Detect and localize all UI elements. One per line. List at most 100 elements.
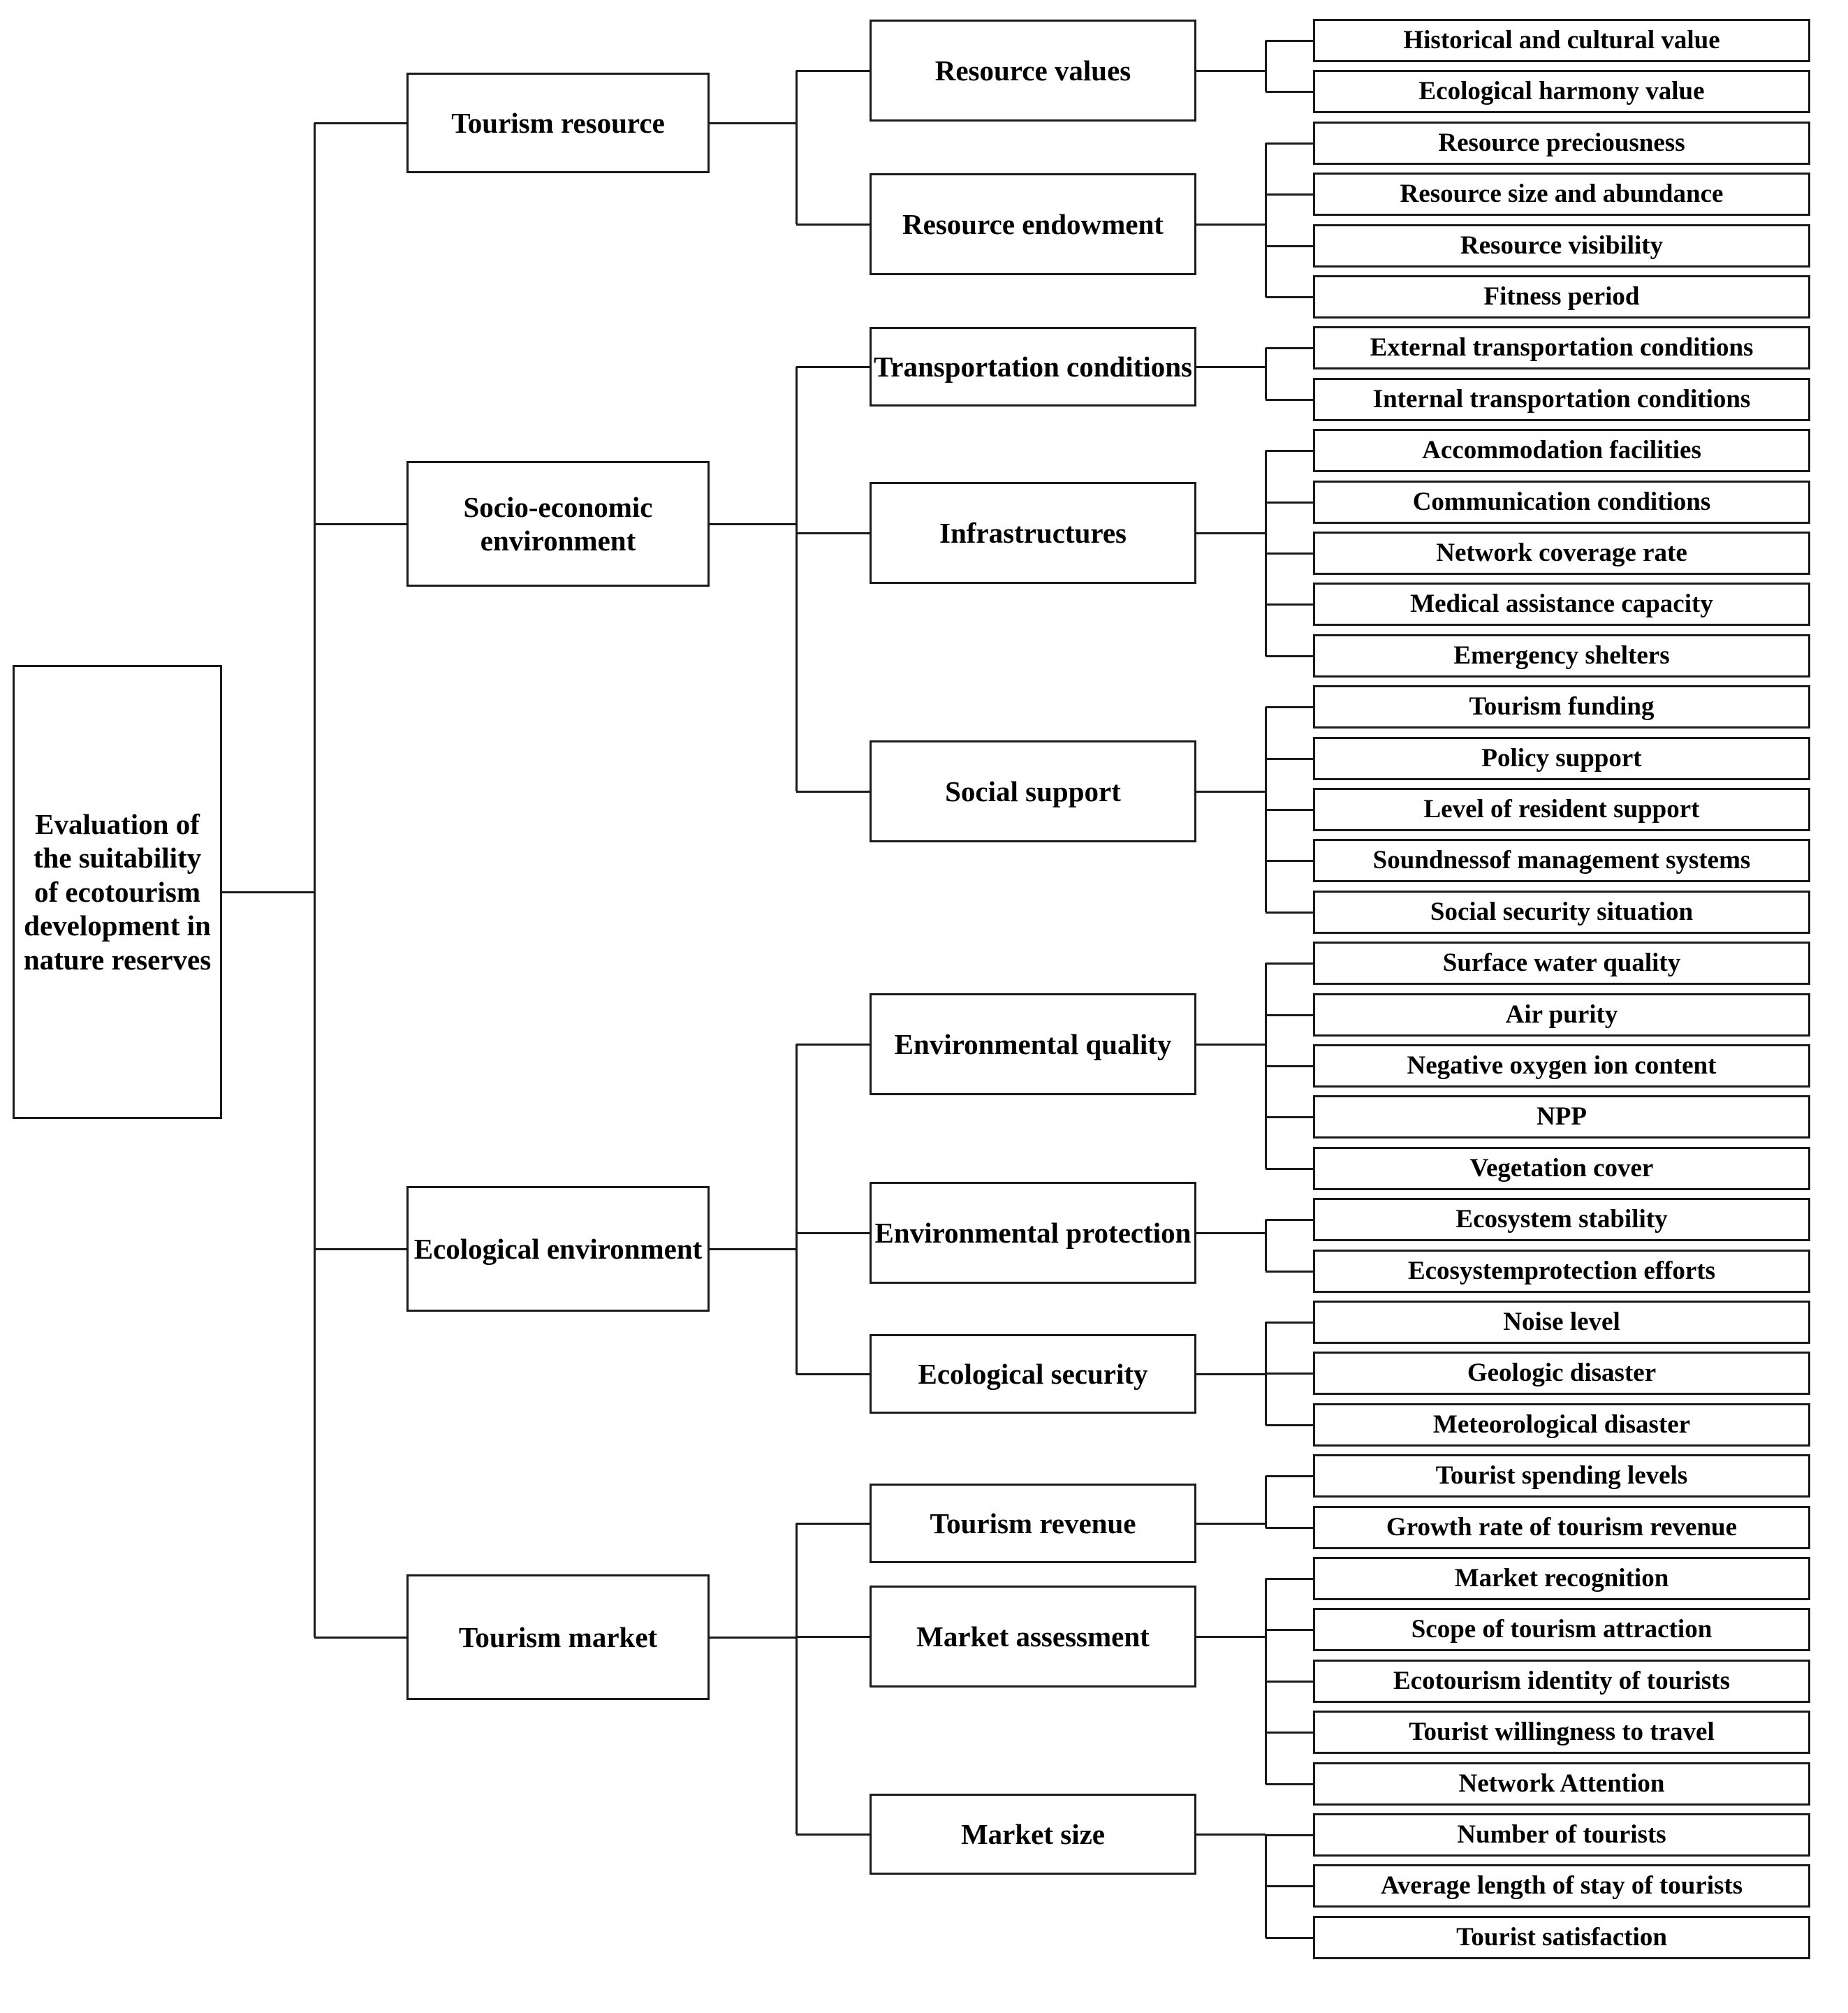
mid-node-m8: Tourism revenue	[870, 1484, 1196, 1563]
connector-line	[710, 523, 796, 525]
leaf-node-f16: Soundnessof management systems	[1313, 839, 1810, 882]
connector-line	[1265, 41, 1267, 92]
connector-line	[1266, 347, 1313, 349]
leaf-node-f21: NPP	[1313, 1095, 1810, 1139]
l2-node-l2-0-label: Tourism resource	[451, 106, 665, 139]
mid-node-m2: Transportation conditions	[870, 327, 1196, 407]
mid-node-m8-label: Tourism revenue	[930, 1507, 1136, 1539]
connector-line	[1266, 245, 1313, 247]
connector-line	[1266, 296, 1313, 298]
leaf-node-f7: Internal transportation conditions	[1313, 378, 1810, 421]
leaf-node-f1-label: Ecological harmony value	[1418, 77, 1705, 106]
leaf-node-f2-label: Resource preciousness	[1438, 129, 1685, 158]
l2-node-l2-1-label: Socio-economic environment	[463, 490, 653, 557]
connector-line	[1266, 450, 1313, 452]
connector-line	[1266, 1783, 1313, 1785]
leaf-node-f34: Network Attention	[1313, 1762, 1810, 1806]
leaf-node-f27: Meteorological disaster	[1313, 1403, 1810, 1447]
leaf-node-f31: Scope of tourism attraction	[1313, 1608, 1810, 1651]
mid-node-m4: Social support	[870, 740, 1196, 842]
mid-node-m10-label: Market size	[960, 1817, 1106, 1850]
connector-line	[1196, 1373, 1266, 1375]
connector-line	[796, 1636, 870, 1638]
leaf-node-f15-label: Level of resident support	[1423, 795, 1700, 824]
mid-node-m3: Infrastructures	[870, 482, 1196, 584]
connector-line	[314, 523, 406, 525]
leaf-node-f2: Resource preciousness	[1313, 122, 1810, 165]
leaf-node-f3-label: Resource size and abundance	[1400, 180, 1724, 209]
leaf-node-f12: Emergency shelters	[1313, 634, 1810, 678]
mid-node-m1-label: Resource endowment	[902, 207, 1164, 240]
connector-line	[1266, 1681, 1313, 1683]
leaf-node-f37: Tourist satisfaction	[1313, 1916, 1810, 1959]
leaf-node-f18-label: Surface water quality	[1442, 949, 1681, 978]
leaf-node-f0-label: Historical and cultural value	[1403, 26, 1720, 55]
mid-node-m6-label: Environmental protection	[874, 1216, 1191, 1249]
connector-line	[1266, 1168, 1313, 1170]
leaf-node-f19-label: Air purity	[1505, 1000, 1618, 1030]
leaf-node-f13: Tourism funding	[1313, 685, 1810, 729]
connector-line	[796, 70, 870, 72]
connector-line	[710, 1248, 796, 1250]
connector-line	[1266, 1271, 1313, 1273]
connector-line	[1266, 552, 1313, 555]
leaf-node-f29: Growth rate of tourism revenue	[1313, 1506, 1810, 1549]
connector-line	[1196, 1636, 1266, 1638]
leaf-node-f12-label: Emergency shelters	[1453, 641, 1670, 671]
leaf-node-f4-label: Resource visibility	[1460, 231, 1664, 261]
leaf-node-f23-label: Ecosystem stability	[1455, 1205, 1668, 1234]
leaf-node-f26-label: Geologic disaster	[1467, 1359, 1657, 1388]
connector-line	[1266, 1372, 1313, 1375]
connector-line	[1266, 1424, 1313, 1426]
connector-line	[1266, 962, 1313, 965]
leaf-node-f35: Number of tourists	[1313, 1813, 1810, 1857]
connector-line	[314, 1248, 406, 1250]
connector-line	[796, 1523, 870, 1525]
mid-node-m1: Resource endowment	[870, 173, 1196, 275]
connector-line	[1266, 1834, 1313, 1836]
connector-line	[1265, 1834, 1267, 1835]
mid-node-m5: Environmental quality	[870, 993, 1196, 1095]
mid-node-m0: Resource values	[870, 20, 1196, 122]
connector-line	[796, 791, 870, 793]
mid-node-m0-label: Resource values	[934, 54, 1131, 87]
leaf-node-f5: Fitness period	[1313, 275, 1810, 319]
leaf-node-f26: Geologic disaster	[1313, 1352, 1810, 1395]
leaf-node-f28-label: Tourist spending levels	[1435, 1461, 1688, 1491]
leaf-node-f5-label: Fitness period	[1483, 282, 1640, 312]
connector-line	[1265, 143, 1267, 297]
leaf-node-f9: Communication conditions	[1313, 481, 1810, 524]
leaf-node-f14-label: Policy support	[1481, 744, 1642, 773]
mid-node-m4-label: Social support	[945, 775, 1121, 807]
leaf-node-f17-label: Social security situation	[1430, 898, 1694, 927]
connector-line	[1266, 603, 1313, 606]
leaf-node-f33-label: Tourist willingness to travel	[1409, 1718, 1715, 1747]
leaf-node-f20: Negative oxygen ion content	[1313, 1044, 1810, 1088]
connector-line	[1196, 791, 1266, 793]
connector-line	[1266, 809, 1313, 811]
leaf-node-f7-label: Internal transportation conditions	[1372, 385, 1751, 414]
leaf-node-f6: External transportation conditions	[1313, 326, 1810, 369]
leaf-node-f22-label: Vegetation cover	[1469, 1154, 1654, 1183]
l2-node-l2-0: Tourism resource	[406, 73, 710, 173]
leaf-node-f35-label: Number of tourists	[1457, 1820, 1666, 1850]
leaf-node-f25: Noise level	[1313, 1301, 1810, 1344]
mid-node-m10: Market size	[870, 1794, 1196, 1875]
leaf-node-f36-label: Average length of stay of tourists	[1380, 1871, 1743, 1901]
connector-line	[1266, 1475, 1313, 1477]
leaf-node-f31-label: Scope of tourism attraction	[1411, 1615, 1713, 1644]
leaf-node-f24-label: Ecosystemprotection efforts	[1407, 1257, 1716, 1286]
leaf-node-f22: Vegetation cover	[1313, 1147, 1810, 1190]
leaf-node-f33: Tourist willingness to travel	[1313, 1711, 1810, 1754]
connector-line	[314, 1637, 406, 1639]
l2-node-l2-2: Ecological environment	[406, 1186, 710, 1312]
leaf-node-f11-label: Medical assistance capacity	[1410, 590, 1713, 619]
connector-line	[1266, 142, 1313, 145]
connector-line	[1196, 532, 1266, 534]
leaf-node-f15: Level of resident support	[1313, 788, 1810, 831]
mid-node-m9-label: Market assessment	[916, 1620, 1150, 1653]
leaf-node-f36: Average length of stay of tourists	[1313, 1864, 1810, 1908]
leaf-node-f21-label: NPP	[1537, 1102, 1587, 1132]
connector-line	[1266, 1116, 1313, 1118]
